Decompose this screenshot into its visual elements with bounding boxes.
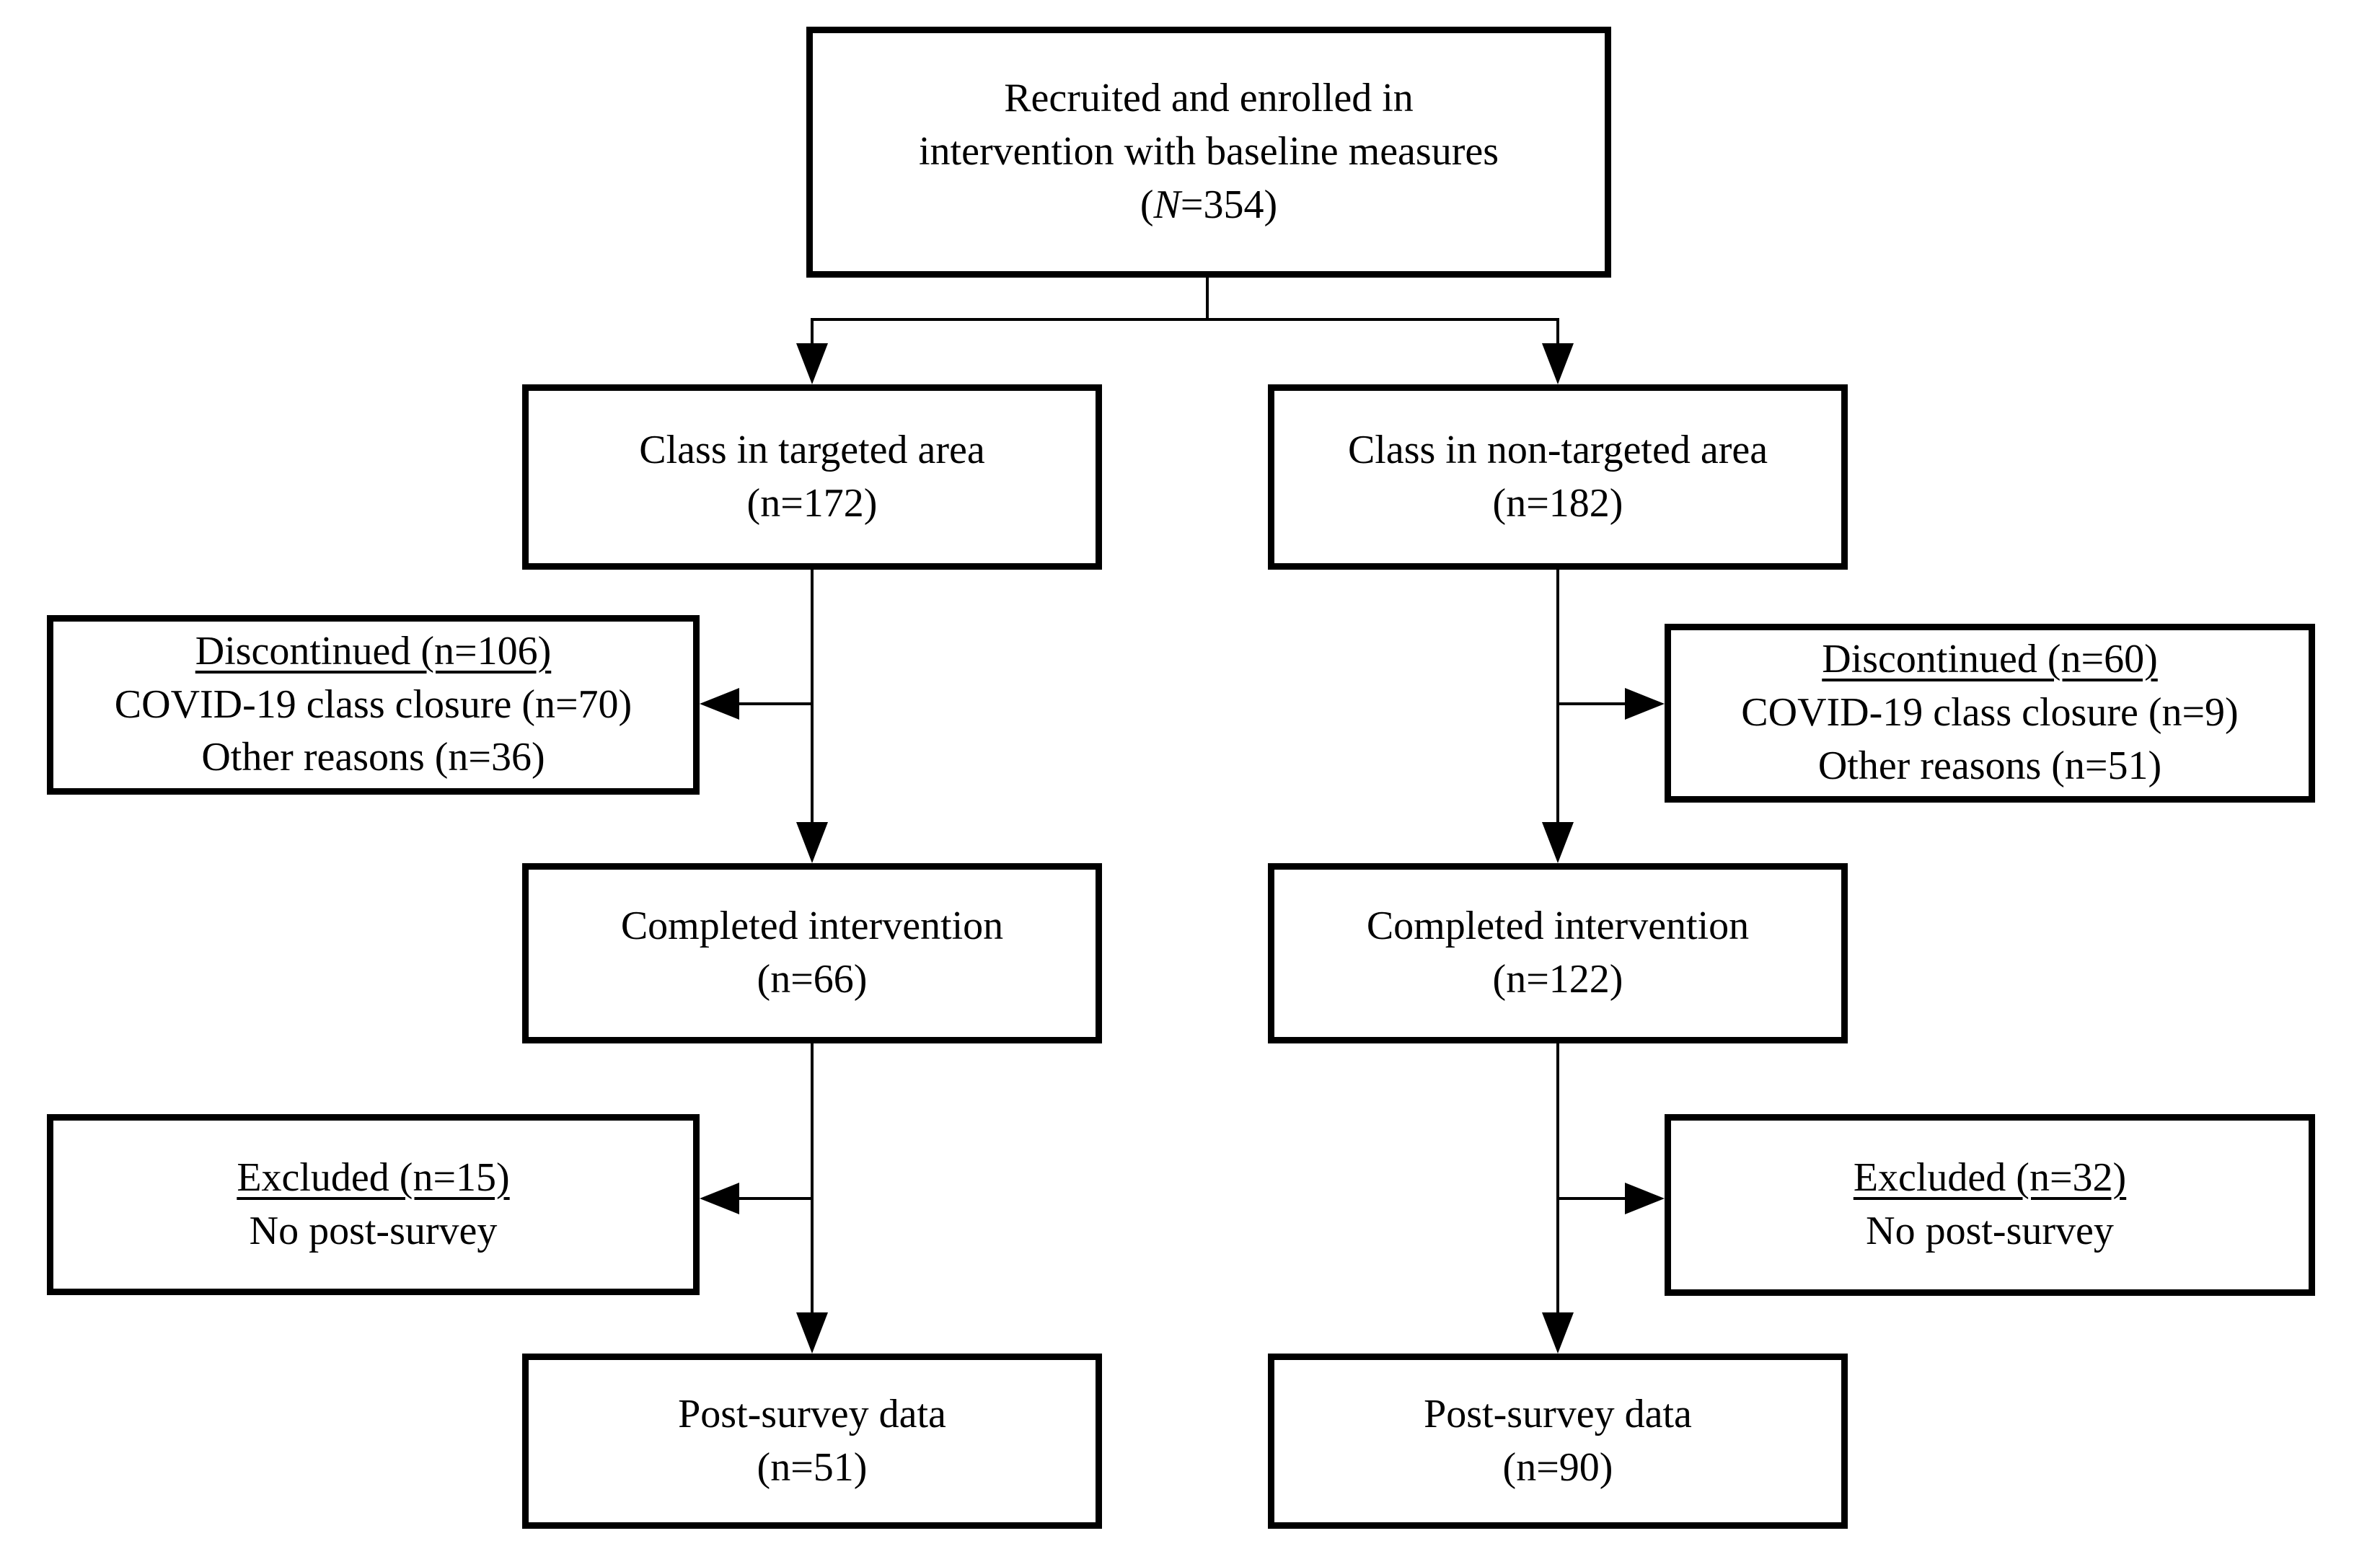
node-excluded-non-targeted: Excluded (n=32) No post-survey — [1665, 1114, 2315, 1296]
connector-branch-horizontal — [811, 318, 1559, 321]
node-discontinued-targeted-reason1: COVID-19 class closure (n=70) — [114, 681, 633, 727]
node-class-targeted-count: (n=172) — [746, 480, 878, 526]
node-completed-targeted-line1: Completed intervention — [620, 904, 1004, 949]
node-discontinued-targeted: Discontinued (n=106) COVID-19 class clos… — [47, 615, 700, 795]
connector-drop-targeted — [811, 318, 814, 347]
arrowhead-into-post-non-targeted — [1542, 1312, 1574, 1354]
node-post-survey-targeted: Post-survey data (n=51) — [522, 1354, 1102, 1529]
node-post-survey-non-targeted: Post-survey data (n=90) — [1268, 1354, 1848, 1529]
node-post-survey-targeted-line1: Post-survey data — [678, 1391, 946, 1436]
node-excluded-targeted: Excluded (n=15) No post-survey — [47, 1114, 700, 1295]
connector-to-excluded-non-targeted — [1556, 1197, 1625, 1200]
arrowhead-into-excluded-non-targeted — [1625, 1183, 1665, 1214]
arrowhead-into-post-targeted — [796, 1312, 828, 1354]
node-discontinued-non-targeted: Discontinued (n=60) COVID-19 class closu… — [1665, 624, 2315, 803]
node-completed-non-targeted: Completed intervention (n=122) — [1268, 863, 1848, 1043]
node-post-survey-non-targeted-count: (n=90) — [1502, 1444, 1613, 1490]
node-discontinued-non-targeted-reason2: Other reasons (n=51) — [1817, 743, 2162, 788]
node-completed-non-targeted-count: (n=122) — [1492, 957, 1623, 1002]
node-excluded-targeted-header: Excluded (n=15) — [237, 1155, 510, 1200]
node-class-targeted-line1: Class in targeted area — [639, 427, 985, 472]
connector-drop-non-targeted — [1556, 318, 1559, 347]
node-enrolled: Recruited and enrolled in intervention w… — [806, 27, 1611, 278]
arrowhead-into-class-targeted — [796, 343, 828, 384]
connector-to-discontinued-targeted — [739, 702, 812, 705]
connector-enrolled-stem — [1206, 278, 1209, 319]
node-discontinued-targeted-header: Discontinued (n=106) — [195, 628, 552, 674]
node-class-targeted: Class in targeted area (n=172) — [522, 384, 1102, 570]
node-completed-non-targeted-line1: Completed intervention — [1366, 904, 1750, 949]
node-post-survey-targeted-count: (n=51) — [757, 1444, 868, 1490]
node-class-non-targeted-count: (n=182) — [1492, 480, 1623, 526]
italic-N: N — [1153, 182, 1181, 227]
node-class-non-targeted-line1: Class in non-targeted area — [1347, 427, 1768, 472]
connector-class-to-completed-targeted — [811, 570, 814, 826]
node-excluded-non-targeted-reason1: No post-survey — [1866, 1209, 2114, 1253]
node-completed-targeted: Completed intervention (n=66) — [522, 863, 1102, 1043]
node-enrolled-line1: Recruited and enrolled in — [1004, 76, 1414, 121]
connector-to-excluded-targeted — [739, 1197, 812, 1200]
connector-completed-to-post-targeted — [811, 1043, 814, 1316]
connector-to-discontinued-non-targeted — [1556, 702, 1625, 705]
arrowhead-into-class-non-targeted — [1542, 343, 1574, 384]
arrowhead-into-excluded-targeted — [700, 1183, 739, 1214]
node-excluded-non-targeted-header: Excluded (n=32) — [1853, 1155, 2127, 1201]
node-enrolled-count: (N=354) — [1140, 182, 1278, 227]
arrowhead-into-discontinued-targeted — [700, 688, 739, 720]
node-discontinued-targeted-reason2: Other reasons (n=36) — [201, 735, 545, 780]
arrowhead-into-discontinued-non-targeted — [1625, 688, 1665, 720]
node-discontinued-non-targeted-header: Discontinued (n=60) — [1822, 637, 2158, 682]
node-discontinued-non-targeted-reason1: COVID-19 class closure (n=9) — [1741, 690, 2239, 736]
arrowhead-into-completed-targeted — [796, 822, 828, 863]
node-completed-targeted-count: (n=66) — [757, 957, 868, 1002]
node-excluded-targeted-reason1: No post-survey — [249, 1208, 498, 1253]
node-enrolled-line2: intervention with baseline measures — [919, 129, 1499, 175]
connector-completed-to-post-non-targeted — [1556, 1043, 1559, 1316]
arrowhead-into-completed-non-targeted — [1542, 822, 1574, 863]
connector-class-to-completed-non-targeted — [1556, 570, 1559, 826]
node-class-non-targeted: Class in non-targeted area (n=182) — [1268, 384, 1848, 570]
node-post-survey-non-targeted-line1: Post-survey data — [1424, 1391, 1692, 1436]
